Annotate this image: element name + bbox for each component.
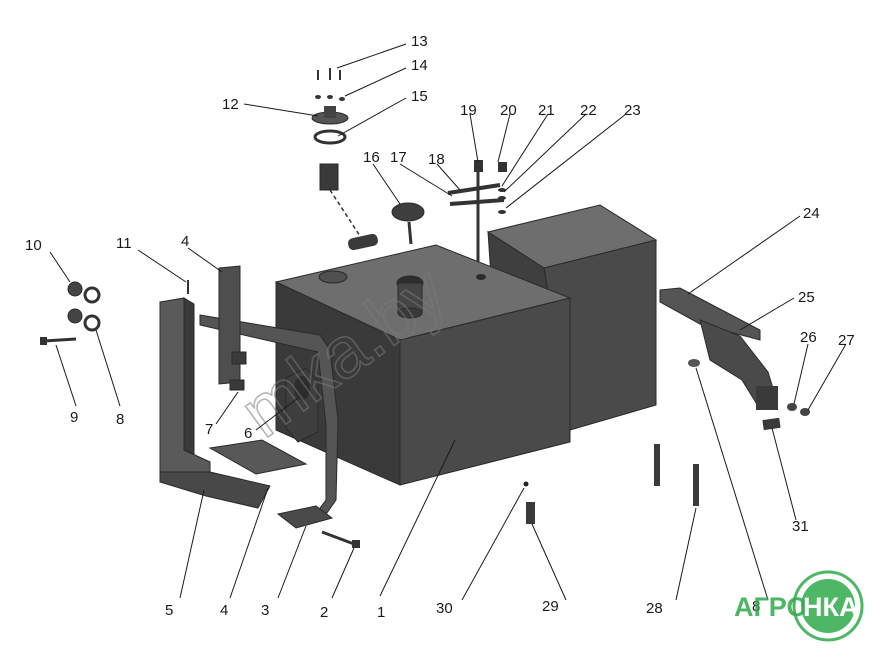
fasteners-left xyxy=(40,280,189,345)
drain-plug xyxy=(523,481,535,524)
callout-4-upper: 4 xyxy=(181,233,189,250)
plate-31 xyxy=(762,417,781,431)
callout-19: 19 xyxy=(460,102,477,119)
callout-24: 24 xyxy=(803,205,820,222)
logo-text-right: НКА xyxy=(803,592,858,622)
callout-1: 1 xyxy=(377,604,385,621)
callout-3: 3 xyxy=(261,602,269,619)
right-bracket xyxy=(659,287,778,410)
callout-8-right: 8 xyxy=(752,598,760,615)
callout-9: 9 xyxy=(70,409,78,426)
callout-29: 29 xyxy=(542,598,559,615)
callout-8-left: 8 xyxy=(116,411,124,428)
callout-14: 14 xyxy=(411,57,428,74)
callout-25: 25 xyxy=(798,289,815,306)
leader-lines xyxy=(49,43,847,601)
callout-labels: 1 2 3 4 4 5 6 7 8 8 9 10 11 12 13 14 15 … xyxy=(25,33,855,621)
callout-18: 18 xyxy=(428,151,445,168)
support-3 xyxy=(276,505,334,529)
bolt-2 xyxy=(321,530,360,548)
filler-cap xyxy=(391,202,425,245)
agronka-logo: АГРО НКА xyxy=(734,570,864,642)
callout-15: 15 xyxy=(411,88,428,105)
callout-17: 17 xyxy=(390,149,407,166)
callout-27: 27 xyxy=(838,332,855,349)
callout-4-lower: 4 xyxy=(220,602,228,619)
callout-2: 2 xyxy=(320,604,328,621)
strap-plate xyxy=(218,265,241,385)
fuel-level-sender xyxy=(311,68,378,251)
callout-21: 21 xyxy=(538,102,555,119)
callout-26: 26 xyxy=(800,329,817,346)
callout-12: 12 xyxy=(222,96,239,113)
callout-20: 20 xyxy=(500,102,517,119)
breather-assembly xyxy=(447,160,507,262)
callout-10: 10 xyxy=(25,237,42,254)
l-bracket xyxy=(159,297,271,509)
callout-6: 6 xyxy=(244,425,252,442)
callout-30: 30 xyxy=(436,600,453,617)
callout-7: 7 xyxy=(205,421,213,438)
clamp-bracket xyxy=(285,367,319,443)
callout-5: 5 xyxy=(165,602,173,619)
fasteners-right xyxy=(688,359,810,416)
callout-16: 16 xyxy=(363,149,380,166)
bolt-7 xyxy=(229,351,247,391)
rubber-pad xyxy=(208,439,308,475)
studs xyxy=(654,444,699,506)
callout-31: 31 xyxy=(792,518,809,535)
callout-23: 23 xyxy=(624,102,641,119)
logo-text-left: АГРО xyxy=(734,592,807,622)
callout-28: 28 xyxy=(646,600,663,617)
callout-13: 13 xyxy=(411,33,428,50)
callout-22: 22 xyxy=(580,102,597,119)
callout-11: 11 xyxy=(116,235,132,252)
